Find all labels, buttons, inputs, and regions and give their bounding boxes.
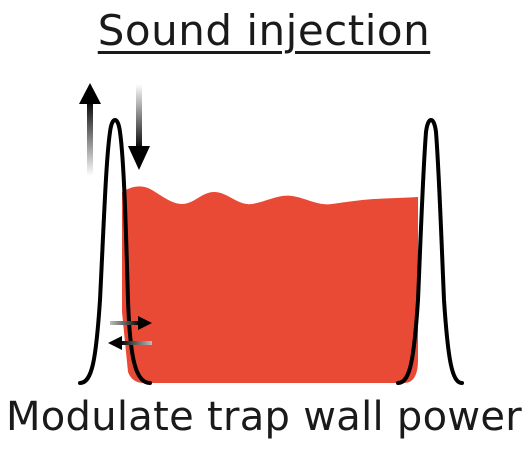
down-arrow-icon: [128, 84, 150, 170]
diagram-caption: Modulate trap wall power: [5, 394, 523, 440]
up-arrow-icon: [79, 83, 101, 176]
left-trap-wall: [78, 118, 152, 385]
fluid-region: [122, 186, 418, 383]
left-arrow-icon: [108, 336, 152, 350]
right-trap-wall: [396, 118, 464, 385]
right-arrow-icon: [110, 316, 152, 330]
diagram-title: Sound injection: [97, 6, 431, 55]
